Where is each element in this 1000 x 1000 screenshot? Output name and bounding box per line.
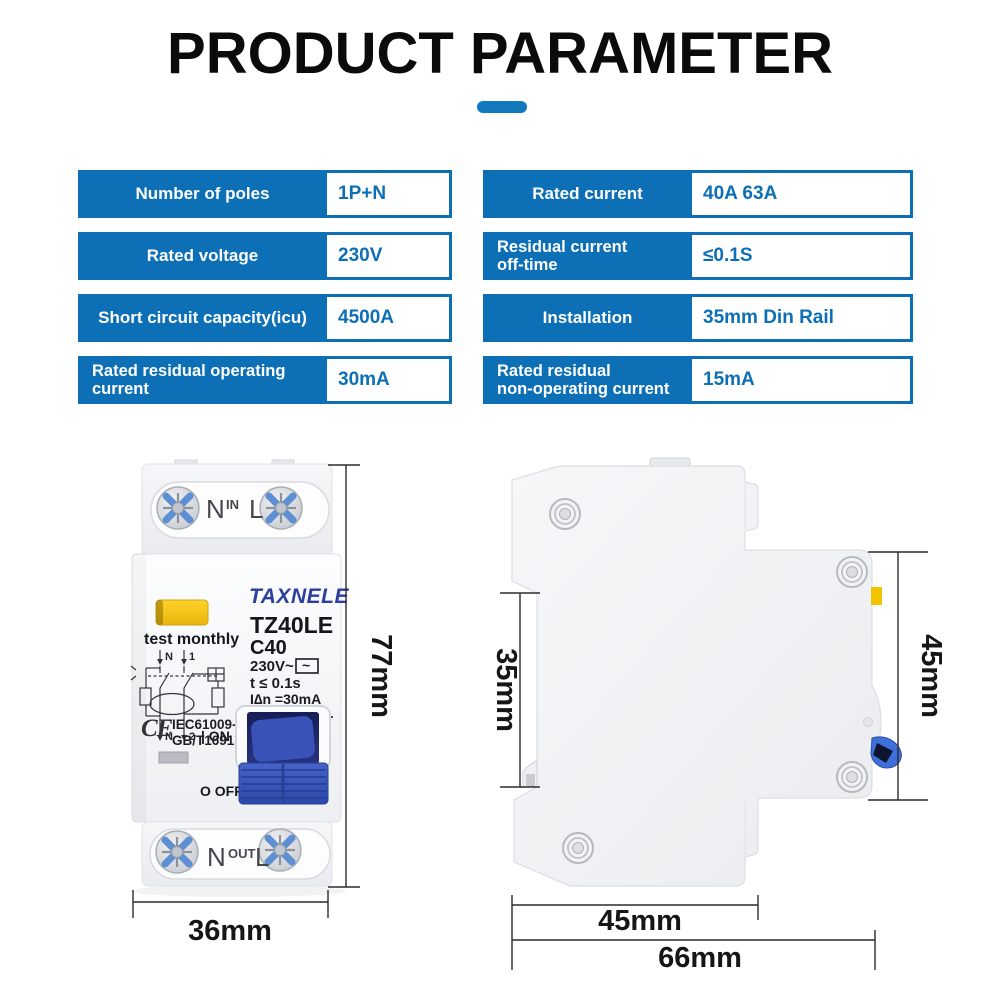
dim-side-bottom-outer: 66mm — [658, 942, 742, 974]
terminal-out-label: OUT — [228, 846, 256, 861]
spec-value: 35mm Din Rail — [692, 297, 910, 339]
dim-side-right: 45mm — [915, 634, 947, 718]
breaker-side-view: 35mm 45mm 45mm 66mm — [490, 457, 947, 974]
spec-row-installation: Installation 35mm Din Rail — [483, 294, 913, 342]
spec-value: 40A 63A — [692, 173, 910, 215]
curve-label: C40 — [250, 637, 287, 659]
terminal-in-label: IN — [226, 497, 239, 512]
din-clip-slot — [526, 774, 535, 787]
status-indicator-yellow — [871, 587, 882, 605]
brand-logo: TAXNELE — [249, 585, 349, 608]
dim-front-width: 36mm — [188, 915, 272, 947]
ce-mark: CE — [141, 715, 173, 742]
spec-row-rated-current: Rated current 40A 63A — [483, 170, 913, 218]
indicator-window — [158, 751, 189, 764]
side-body — [511, 465, 882, 887]
spec-row-number-of-poles: Number of poles 1P+N — [78, 170, 452, 218]
screw-terminal-icon — [157, 487, 199, 529]
front-shadow — [130, 885, 346, 897]
circuit-bot-2: 2 — [189, 731, 195, 743]
page-title: PRODUCT PARAMETER — [167, 21, 833, 86]
circuit-top-1: 1 — [189, 651, 195, 663]
product-drawings: N IN L test monthly N 1 N 2 — [130, 457, 947, 974]
toggle-handle-ridges — [241, 764, 326, 803]
rivet-icon — [836, 556, 868, 588]
spec-value: 230V — [327, 235, 449, 277]
spec-label: Rated voltage — [146, 246, 259, 266]
spec-label: Rated current — [532, 184, 643, 204]
spec-label: Short circuit capacity(icu) — [98, 308, 307, 328]
spec-row-rated-residual-operating-current: Rated residual operating current 30mA — [78, 356, 452, 404]
pivot-hole — [863, 717, 873, 727]
spec-label: Rated residual non-operating current — [497, 361, 670, 398]
rivet-icon — [836, 761, 868, 793]
spec-label: Number of poles — [135, 184, 270, 204]
spec-value: 15mA — [692, 359, 910, 401]
terminal-l-label: L — [249, 494, 263, 524]
test-button — [155, 599, 209, 626]
test-monthly-label: test monthly — [144, 631, 239, 648]
terminal-n-label: N — [206, 494, 225, 524]
rivet-icon — [562, 832, 594, 864]
screw-terminal-icon — [260, 487, 302, 529]
insulation-symbol-tilde: ~ — [302, 657, 310, 673]
insulation-symbol — [295, 658, 319, 674]
spec-value: 4500A — [327, 297, 449, 339]
side-lever-tip — [873, 743, 893, 763]
cert-iec: IEC61009-1 — [172, 717, 245, 732]
cert-gb: GB/T16917.1 — [172, 733, 254, 748]
rivet-icon — [549, 498, 581, 530]
spec-label: Rated residual operating current — [92, 361, 286, 398]
test-button-edge — [156, 600, 163, 625]
spec-label: Installation — [542, 308, 633, 328]
side-dimension-lines — [500, 551, 928, 970]
spec-table-right-column: Rated current 40A 63A Residual current o… — [483, 170, 913, 418]
spec-value: ≤0.1S — [692, 235, 910, 277]
terminal-l-label: L — [255, 842, 269, 872]
title-underline-accent — [477, 101, 527, 113]
spec-label: Residual current off-time — [497, 237, 628, 274]
voltage-label: 230V~ — [250, 658, 294, 675]
on-label: | ON — [201, 728, 230, 744]
front-dimension-lines — [132, 464, 360, 918]
terminal-n-label: N — [207, 842, 226, 872]
circuit-top-n: N — [165, 651, 173, 663]
residual-current-label: I∆n =30mA — [250, 691, 321, 707]
circuit-bot-n: N — [165, 731, 173, 743]
spec-row-short-circuit-capacity: Short circuit capacity(icu) 4500A — [78, 294, 452, 342]
spec-value: 30mA — [327, 359, 449, 401]
dim-side-left: 35mm — [490, 648, 522, 732]
trip-time-label: t ≤ 0.1s — [250, 675, 301, 692]
spec-row-rated-residual-non-operating-current: Rated residual non-operating current 15m… — [483, 356, 913, 404]
screw-terminal-icon — [156, 831, 198, 873]
model-label: TZ40LE — [250, 612, 333, 638]
dim-front-height: 77mm — [365, 634, 397, 718]
breaker-front-view: N IN L test monthly N 1 N 2 — [130, 459, 397, 947]
dim-side-bottom-inner: 45mm — [598, 905, 682, 937]
spec-table-left-column: Number of poles 1P+N Rated voltage 230V … — [78, 170, 452, 418]
off-label: O OFF — [200, 783, 243, 799]
circuit-diagram — [130, 650, 225, 741]
toggle-rocker — [251, 716, 315, 762]
spec-row-rated-voltage: Rated voltage 230V — [78, 232, 452, 280]
spec-row-residual-current-off-time: Residual current off-time ≤0.1S — [483, 232, 913, 280]
spec-value: 1P+N — [327, 173, 449, 215]
